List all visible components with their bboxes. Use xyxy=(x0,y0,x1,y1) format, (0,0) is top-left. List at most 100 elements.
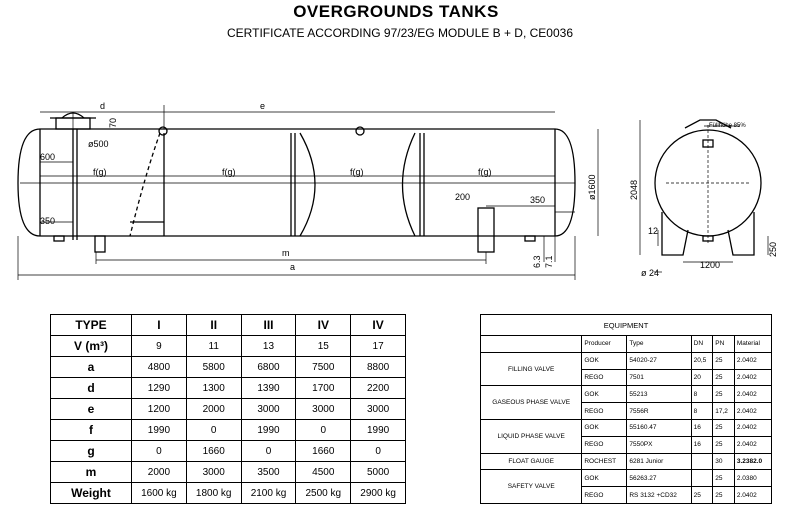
table-cell: 1800 kg xyxy=(185,482,242,504)
table-cell: 16 xyxy=(690,418,714,437)
table-cell: 2.0402 xyxy=(733,368,773,387)
equipment-title: EQUIPMENT xyxy=(480,314,772,336)
table-row: FILLING VALVE GOK 54020-27 20,5 25 2.040… xyxy=(479,351,773,387)
dim-350-left: 350 xyxy=(40,216,55,226)
dim-24: ø 24 xyxy=(641,268,659,278)
table-cell: 4500 xyxy=(295,461,352,483)
dim-a: a xyxy=(290,262,295,272)
table-cell: 55160.47 xyxy=(626,418,692,437)
dim-1200: 1200 xyxy=(700,260,720,270)
header-cell: PN xyxy=(712,335,735,353)
table-cell: 30 xyxy=(712,452,735,471)
group-label: LIQUID PHASE VALVE xyxy=(479,418,583,454)
table-cell: 2100 kg xyxy=(240,482,297,504)
table-row: Weight 1600 kg 1800 kg 2100 kg 2500 kg 2… xyxy=(50,482,406,504)
equipment-header-row: Producer Type DN PN Material xyxy=(479,335,773,353)
group-label: FILLING VALVE xyxy=(479,351,583,387)
equipment-table: EQUIPMENT Producer Type DN PN Material F… xyxy=(479,314,773,504)
certificate-subtitle: CERTIFICATE ACCORDING 97/23/EG MODULE B … xyxy=(227,26,573,40)
equipment-title-row: EQUIPMENT xyxy=(480,314,772,336)
row-label: V (m³) xyxy=(50,335,132,357)
table-cell: 2000 xyxy=(131,461,187,483)
table-cell: 2200 xyxy=(350,377,406,399)
dim-f-2: f(g) xyxy=(222,167,236,177)
table-cell: 6800 xyxy=(240,356,297,378)
header-cell: TYPE xyxy=(50,314,132,336)
header-cell: Material xyxy=(733,335,773,353)
table-cell: 25 xyxy=(712,368,735,387)
table-cell: 8 xyxy=(690,385,714,404)
table-cell: REGO xyxy=(581,486,628,504)
dim-350-right: 350 xyxy=(530,195,545,205)
table-cell: 1200 xyxy=(131,398,187,420)
dim-f-3: f(g) xyxy=(350,167,364,177)
table-cell: 7501 xyxy=(626,368,692,387)
row-label: e xyxy=(50,398,132,420)
table-cell: 9 xyxy=(131,335,187,357)
table-cell: 16 xyxy=(690,435,714,454)
table-cell: RS 3132 +CD32 xyxy=(626,486,692,504)
table-cell xyxy=(690,452,714,471)
table-cell: REGO xyxy=(581,435,628,454)
table-cell: 25 xyxy=(712,351,735,370)
table-cell: GOK xyxy=(581,418,628,437)
table-cell: 2500 kg xyxy=(295,482,352,504)
table-cell: REGO xyxy=(581,368,628,387)
right-saddle xyxy=(727,212,755,256)
table-cell: 6281 Junior xyxy=(626,452,692,471)
table-cell: 2.0402 xyxy=(733,435,773,454)
group-label: GASEOUS PHASE VALVE xyxy=(479,385,583,420)
table-cell: 55213 xyxy=(626,385,692,404)
table-cell: 1290 xyxy=(131,377,187,399)
table-cell: 1300 xyxy=(185,377,242,399)
row-label: Weight xyxy=(50,482,132,504)
table-cell: 2.0402 xyxy=(733,418,773,437)
dim-12: 12 xyxy=(648,226,658,236)
fill-level-label: Füllhöhe 85% xyxy=(709,123,746,129)
table-cell: 3000 xyxy=(185,461,242,483)
header-cell: III xyxy=(240,314,297,336)
dim-7-1: 7.1 xyxy=(544,255,554,268)
table-row: LIQUID PHASE VALVE GOK 55160.47 16 25 2.… xyxy=(479,418,773,454)
group-label: FLOAT GAUGE xyxy=(479,452,583,471)
dim-diameter: ø1600 xyxy=(587,174,597,200)
dim-200: 200 xyxy=(455,192,470,202)
dim-2048: 2048 xyxy=(629,180,639,200)
dim-e: e xyxy=(260,101,265,111)
table-cell: 8800 xyxy=(350,356,406,378)
table-cell: 1990 xyxy=(350,419,406,441)
table-row: REGO 7501 20 25 2.0402 xyxy=(481,368,773,387)
page-title: OVERGROUNDS TANKS xyxy=(293,2,499,21)
table-row: g 0 1660 0 1660 0 xyxy=(50,440,406,462)
table-row: GASEOUS PHASE VALVE GOK 55213 8 25 2.040… xyxy=(479,385,773,420)
table-cell: 8 xyxy=(690,402,714,420)
dim-250: 250 xyxy=(768,242,778,257)
header-cell: Type xyxy=(626,335,692,353)
table-row: FLOAT GAUGE ROCHEST 6281 Junior 30 3.238… xyxy=(479,452,773,471)
table-cell: 17,2 xyxy=(712,402,735,420)
table-cell: 4800 xyxy=(131,356,187,378)
table-cell: 3000 xyxy=(350,398,406,420)
table-cell: GOK xyxy=(581,385,628,404)
table-cell: 2900 kg xyxy=(350,482,406,504)
dim-70: 70 xyxy=(108,118,118,128)
table-cell: 3.2382.0 xyxy=(733,452,773,471)
dim-6-3: 6.3 xyxy=(532,255,542,268)
table-cell: 7500 xyxy=(295,356,352,378)
header-cell: II xyxy=(185,314,242,336)
table-cell: 2.0380 xyxy=(733,469,773,488)
table-cell: 0 xyxy=(295,419,352,441)
dim-600: 600 xyxy=(40,152,55,162)
table-row: d 1290 1300 1390 1700 2200 xyxy=(50,377,406,399)
table-cell: 1700 xyxy=(295,377,352,399)
table-cell: GOK xyxy=(581,351,628,370)
row-label: m xyxy=(50,461,132,483)
table-cell: 15 xyxy=(295,335,352,357)
tank-type-table: TYPE I II III IV IV V (m³) 9 11 13 15 17… xyxy=(50,314,406,504)
header-cell: DN xyxy=(690,335,714,353)
table-cell: 2.0402 xyxy=(733,385,773,404)
table-cell: 1990 xyxy=(240,419,297,441)
group-label: SAFETY VALVE xyxy=(479,469,583,504)
table-cell: 20,5 xyxy=(690,351,714,370)
table-cell: ROCHEST xyxy=(581,452,628,471)
